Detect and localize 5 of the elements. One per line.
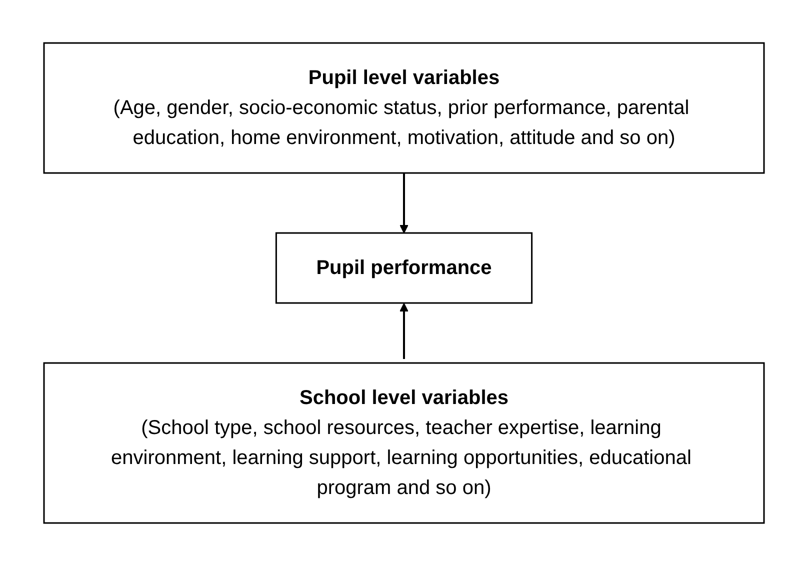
arrow — [400, 302, 408, 358]
node-box: School level variables (School type, school resources, teacher expertise, learning environment, learning support, learning opportunities, educational program and so on) — [43, 362, 765, 524]
node-box: Pupil level variables (Age, gender, socio-economic status, prior performance, parental education, home environment, motivation, attitude and so on) — [43, 42, 765, 174]
node-box: Pupil performance — [275, 232, 533, 304]
arrow — [400, 172, 408, 233]
